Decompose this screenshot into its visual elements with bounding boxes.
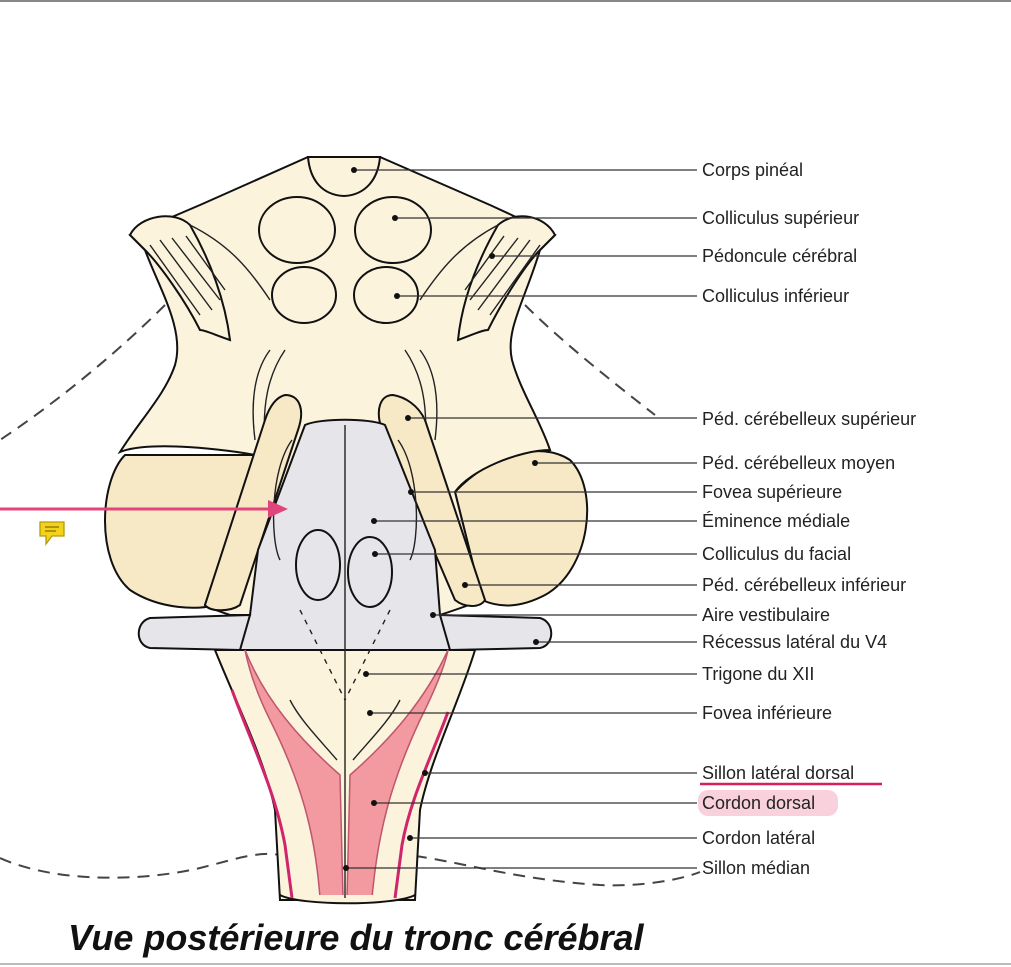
label-ped-cerebelleux-moyen: Péd. cérébelleux moyen bbox=[702, 453, 895, 473]
label-colliculus-du-facial: Colliculus du facial bbox=[702, 544, 851, 564]
leader-line bbox=[533, 639, 697, 645]
label-fovea-superieure: Fovea supérieure bbox=[702, 482, 842, 502]
inferior-colliculus-right bbox=[353, 266, 419, 324]
superior-cerebellar-peduncle-right bbox=[377, 393, 487, 607]
label-corps-pineal: Corps pinéal bbox=[702, 160, 803, 180]
anatomy-labels: Corps pinéal Colliculus supérieur Pédonc… bbox=[702, 160, 916, 878]
label-aire-vestibulaire: Aire vestibulaire bbox=[702, 605, 830, 625]
dorsal-cord-right bbox=[346, 649, 449, 899]
label-colliculus-inferieur: Colliculus inférieur bbox=[702, 286, 849, 306]
cordon-dorsal-highlight bbox=[698, 790, 838, 816]
label-ped-cerebelleux-superieur: Péd. cérébelleux supérieur bbox=[702, 409, 916, 429]
comment-note-icon[interactable] bbox=[39, 521, 65, 546]
colliculi bbox=[258, 196, 432, 324]
label-recessus-lateral-v4: Récessus latéral du V4 bbox=[702, 632, 887, 652]
label-fovea-inferieure: Fovea inférieure bbox=[702, 703, 832, 723]
superior-colliculus-left bbox=[258, 196, 336, 264]
lateral-recess-left bbox=[137, 613, 252, 652]
leader-line bbox=[392, 215, 697, 221]
lateral-recess-right bbox=[438, 613, 553, 652]
leader-line bbox=[462, 582, 697, 588]
label-colliculus-superieur: Colliculus supérieur bbox=[702, 208, 859, 228]
cerebellum-dashed-outline bbox=[0, 304, 701, 887]
label-ped-cerebelleux-inferieur: Péd. cérébelleux inférieur bbox=[702, 575, 906, 595]
dorsal-cord-left bbox=[244, 649, 344, 899]
leader-line bbox=[405, 415, 697, 421]
leader-line bbox=[408, 489, 697, 495]
leader-line bbox=[489, 253, 697, 259]
leader-lines bbox=[343, 167, 697, 871]
label-sillon-lateral-dorsal: Sillon latéral dorsal bbox=[702, 763, 854, 783]
label-cordon-lateral: Cordon latéral bbox=[702, 828, 815, 848]
tectum-curve bbox=[189, 224, 499, 301]
leader-line bbox=[343, 865, 697, 871]
facial-colliculus-right bbox=[347, 536, 393, 608]
leader-line bbox=[394, 293, 697, 299]
leader-line bbox=[363, 671, 697, 677]
label-sillon-median: Sillon médian bbox=[702, 858, 810, 878]
cerebral-peduncle-left bbox=[128, 215, 232, 342]
leader-line bbox=[407, 835, 697, 841]
leader-line bbox=[430, 612, 697, 618]
leader-line bbox=[351, 167, 697, 173]
superior-cerebellar-peduncle-left bbox=[203, 393, 303, 612]
peduncle-fibers bbox=[149, 235, 541, 316]
label-pedoncule-cerebral: Pédoncule cérébral bbox=[702, 246, 857, 266]
annotation-arrow[interactable] bbox=[0, 500, 288, 518]
label-trigone-du-xii: Trigone du XII bbox=[702, 664, 814, 684]
inferior-colliculus-left bbox=[271, 266, 337, 324]
leader-line bbox=[367, 710, 697, 716]
lateral-dorsal-sulcus-lines bbox=[230, 689, 450, 899]
leader-line bbox=[422, 770, 697, 776]
label-eminence-mediale: Éminence médiale bbox=[702, 511, 850, 531]
label-cordon-dorsal: Cordon dorsal bbox=[702, 793, 815, 813]
leader-line bbox=[372, 551, 697, 557]
leader-line bbox=[371, 518, 697, 524]
leader-line bbox=[371, 800, 697, 806]
superior-colliculus-right bbox=[354, 196, 432, 264]
diagram-title: Vue postérieure du tronc cérébral bbox=[68, 917, 645, 958]
leader-line bbox=[532, 460, 697, 466]
medulla-cut-base bbox=[279, 894, 416, 905]
facial-colliculus-left bbox=[295, 529, 341, 601]
